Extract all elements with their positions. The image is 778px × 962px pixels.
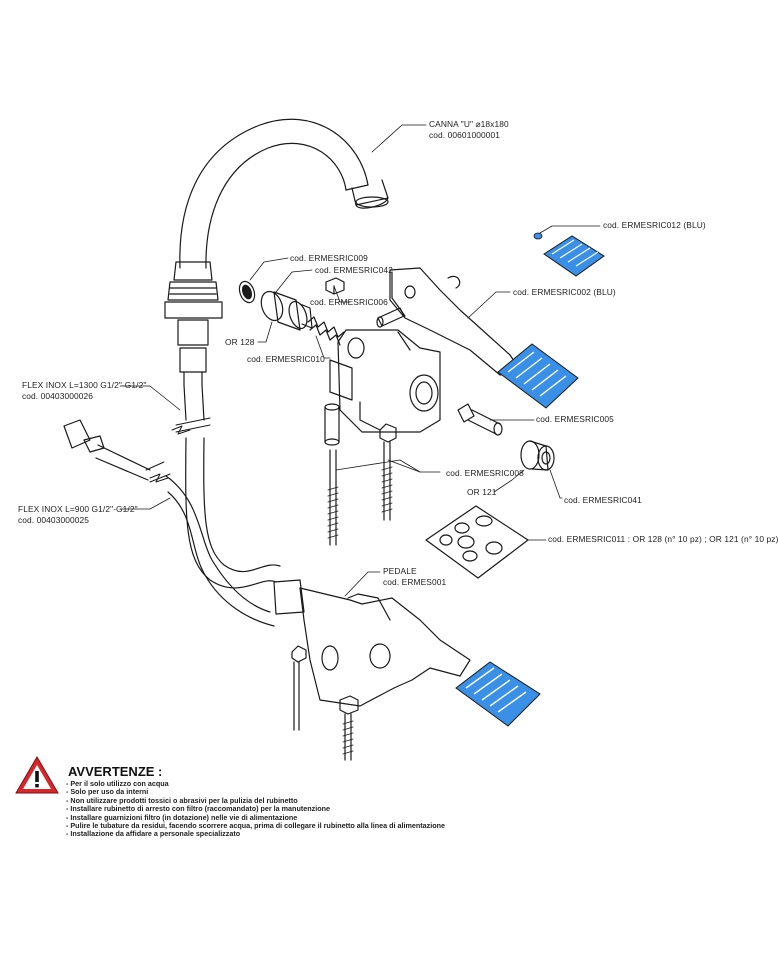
warnings-title: AVVERTENZE :: [68, 764, 163, 779]
label-ermesric002: cod. ERMESRIC002 (BLU): [513, 287, 616, 297]
warning-item: Solo per uso da interni: [66, 787, 445, 796]
spout-tube: [179, 118, 389, 269]
spout-base: [164, 261, 223, 386]
label-flex900-name: FLEX INOX L=900 G1/2"-G1/2": [18, 504, 138, 514]
flex-hose-900: [63, 419, 275, 627]
label-ermesric042: cod. ERMESRIC042: [315, 265, 393, 275]
pin-upper: [376, 307, 405, 328]
label-ermesric011: cod. ERMESRIC011 : OR 128 (n° 10 pz) ; O…: [548, 534, 778, 544]
label-or121: OR 121: [467, 487, 497, 497]
label-pedale-name: PEDALE: [383, 566, 417, 576]
warning-item: Pulire le tubature da residui, facendo s…: [66, 821, 445, 830]
blue-pedal-pad-upper: [497, 343, 579, 409]
warnings-list: Per il solo utilizzo con acqua Solo per …: [66, 779, 445, 839]
label-flex1300-name: FLEX INOX L=1300 G1/2"-G1/2": [22, 380, 147, 390]
label-spout-name: CANNA "U" ⌀18x180: [429, 119, 509, 129]
ermesric010-spring: [307, 316, 345, 346]
label-pedale-code: cod. ERMES001: [383, 577, 447, 587]
ermesric012-spare-pad: [533, 232, 605, 277]
label-ermesric012: cod. ERMESRIC012 (BLU): [603, 220, 706, 230]
label-ermesric009: cod. ERMESRIC009: [290, 253, 368, 263]
lower-pedal-valve: [273, 579, 471, 761]
warning-item: Installare rubinetto di arresto con filt…: [66, 804, 445, 813]
label-ermesric005: cod. ERMESRIC005: [536, 414, 614, 424]
label-flex900-code: cod. 00403000025: [18, 515, 89, 525]
exploded-view-drawing: [63, 118, 605, 761]
flex-hose-1300: [175, 384, 281, 589]
ermesric006-nut: [325, 277, 345, 295]
ermesric041-bushing: [520, 440, 555, 471]
warning-triangle-icon: [15, 756, 59, 794]
label-ermesric010: cod. ERMESRIC010: [247, 354, 325, 364]
warning-item: Non utilizzare prodotti tossici o abrasi…: [66, 796, 445, 805]
label-ermesric008: cod. ERMESRIC008: [446, 468, 524, 478]
label-flex1300-code: cod. 00403000026: [22, 391, 93, 401]
warning-item: Per il solo utilizzo con acqua: [66, 779, 445, 788]
ermesric011-oring-kit: [425, 505, 529, 579]
label-ermesric006: cod. ERMESRIC006: [310, 297, 388, 307]
label-spout-code: cod. 00601000001: [429, 130, 500, 140]
leader-lines: [119, 124, 601, 597]
warning-item: Installare guarnizioni filtro (in dotazi…: [66, 813, 445, 822]
upper-valve-body: [329, 329, 441, 433]
bolts-ermesric008: [327, 423, 397, 546]
upper-pedal-lever: [389, 267, 521, 376]
ermesric042-cartridge: [260, 290, 313, 331]
ermesric005-shaft: [457, 403, 503, 436]
label-or128: OR 128: [225, 337, 255, 347]
ermesric009-gasket: [238, 280, 256, 304]
warning-item: Installazione da affidare a personale sp…: [66, 830, 445, 839]
ermesric010-tube: [324, 403, 340, 446]
blue-pedal-pad-lower: [455, 661, 541, 727]
label-ermesric041: cod. ERMESRIC041: [564, 495, 642, 505]
